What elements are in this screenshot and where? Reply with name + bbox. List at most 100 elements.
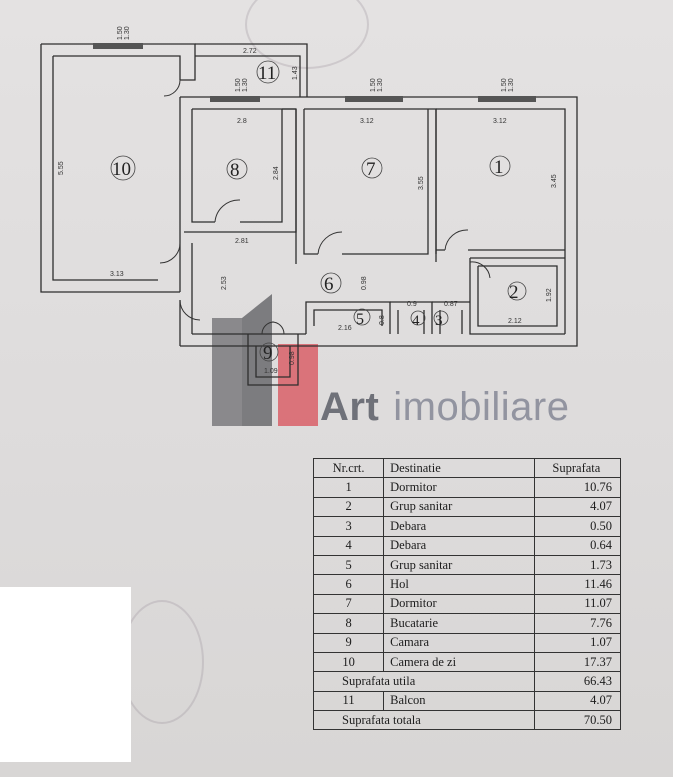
room-number-4: 4 [412,313,420,329]
dim-r9-w: 1.09 [264,368,278,375]
room-number-6: 6 [324,274,334,295]
room-number-11: 11 [258,63,276,84]
row-dest: Grup sanitar [383,496,535,518]
room-number-3: 3 [435,313,443,329]
door-7 [317,231,343,255]
row-nr: 4 [312,535,385,556]
wall-room-8 [179,97,297,243]
dim-r9-h: 0.98 [289,351,296,365]
header-nr: Nr.crt. [312,457,385,479]
windows [93,43,536,102]
row-nr: 5 [312,554,385,576]
door-9 [261,321,285,335]
dim-r8-h: 2.84 [273,166,280,180]
wall-room-1 [435,109,565,262]
dim-r11-h: 1.43 [292,66,299,80]
row-dest: Debara [383,535,535,556]
dim-r5-h: 0.8 [379,315,386,325]
row-nr: 7 [312,593,385,615]
row-dest: Grup sanitar [383,554,535,576]
door-hall [159,242,201,321]
door-8 [214,199,241,223]
header-suprafata: Suprafata [533,457,622,479]
row-supr: 17.37 [533,651,622,673]
door-2 [469,261,491,279]
brand-rest: imobiliare [393,385,570,429]
door-10 [163,79,181,97]
row-dest: Balcon [383,690,535,712]
row-nr: 8 [312,613,385,634]
wall-hall [179,243,306,346]
row-supr: 4.07 [533,496,622,518]
row-nr: 11 [312,690,385,712]
row-supr: 11.46 [533,574,622,595]
room-labels: 1 2 3 4 5 6 7 8 9 10 11 [110,60,527,364]
row-nr: 10 [312,651,385,673]
dim-r7-h: 3.55 [418,176,425,190]
room-number-2: 2 [509,282,519,303]
room-number-10: 10 [112,159,131,180]
wall-top [180,96,578,347]
row-supr: 1.07 [533,632,622,653]
dim-r6-s: 0.98 [361,276,368,290]
utila-value: 66.43 [533,671,622,692]
row-dest: Hol [383,574,535,595]
row-nr: 1 [312,477,385,498]
dim-r1-w: 3.12 [493,118,507,125]
dim-r8-b: 2.81 [235,238,249,245]
dim-win-7: 1.501.30 [370,78,384,92]
redaction-box [0,587,131,762]
dim-win-1: 1.501.30 [501,78,515,92]
row-dest: Dormitor [383,477,535,498]
row-supr: 0.50 [533,516,622,537]
row-supr: 10.76 [533,477,622,498]
wall-room-3 [432,301,470,334]
room-number-7: 7 [366,159,376,180]
row-supr: 7.76 [533,613,622,634]
totala-label: Suprafata totala [313,710,535,731]
totala-value: 70.50 [533,710,622,731]
row-supr: 11.07 [533,593,622,615]
wall-room-7 [295,108,437,264]
row-nr: 2 [312,496,385,518]
row-nr: 9 [312,632,385,653]
dim-r2-h: 1.92 [546,288,553,302]
dim-r10-w: 3.13 [110,271,124,278]
row-dest: Bucatarie [383,613,535,634]
dim-r7-w: 3.12 [360,118,374,125]
dim-r8-w: 2.8 [237,118,247,125]
row-dest: Camera de zi [383,651,535,673]
row-supr: 0.64 [533,535,622,556]
dim-r4-w: 0.9 [407,301,417,308]
dim-win-11: 1.501.30 [235,78,249,92]
header-destinatie: Destinatie [383,457,535,479]
dim-r3-w: 0.87 [444,301,458,308]
row-nr: 3 [312,516,385,537]
room-number-8: 8 [230,160,240,181]
dim-r6-h: 2.53 [221,276,228,290]
wall-room-10 [40,43,196,293]
row-nr: 6 [312,574,385,595]
room-number-5: 5 [356,311,364,328]
row-dest: Dormitor [383,593,535,615]
dim-r10-h: 5.55 [58,161,65,175]
room-number-9: 9 [263,343,273,364]
dim-r2-w: 2.12 [508,318,522,325]
wall-room-5 [305,301,391,334]
row-dest: Debara [383,516,535,537]
room-number-1: 1 [494,157,504,178]
